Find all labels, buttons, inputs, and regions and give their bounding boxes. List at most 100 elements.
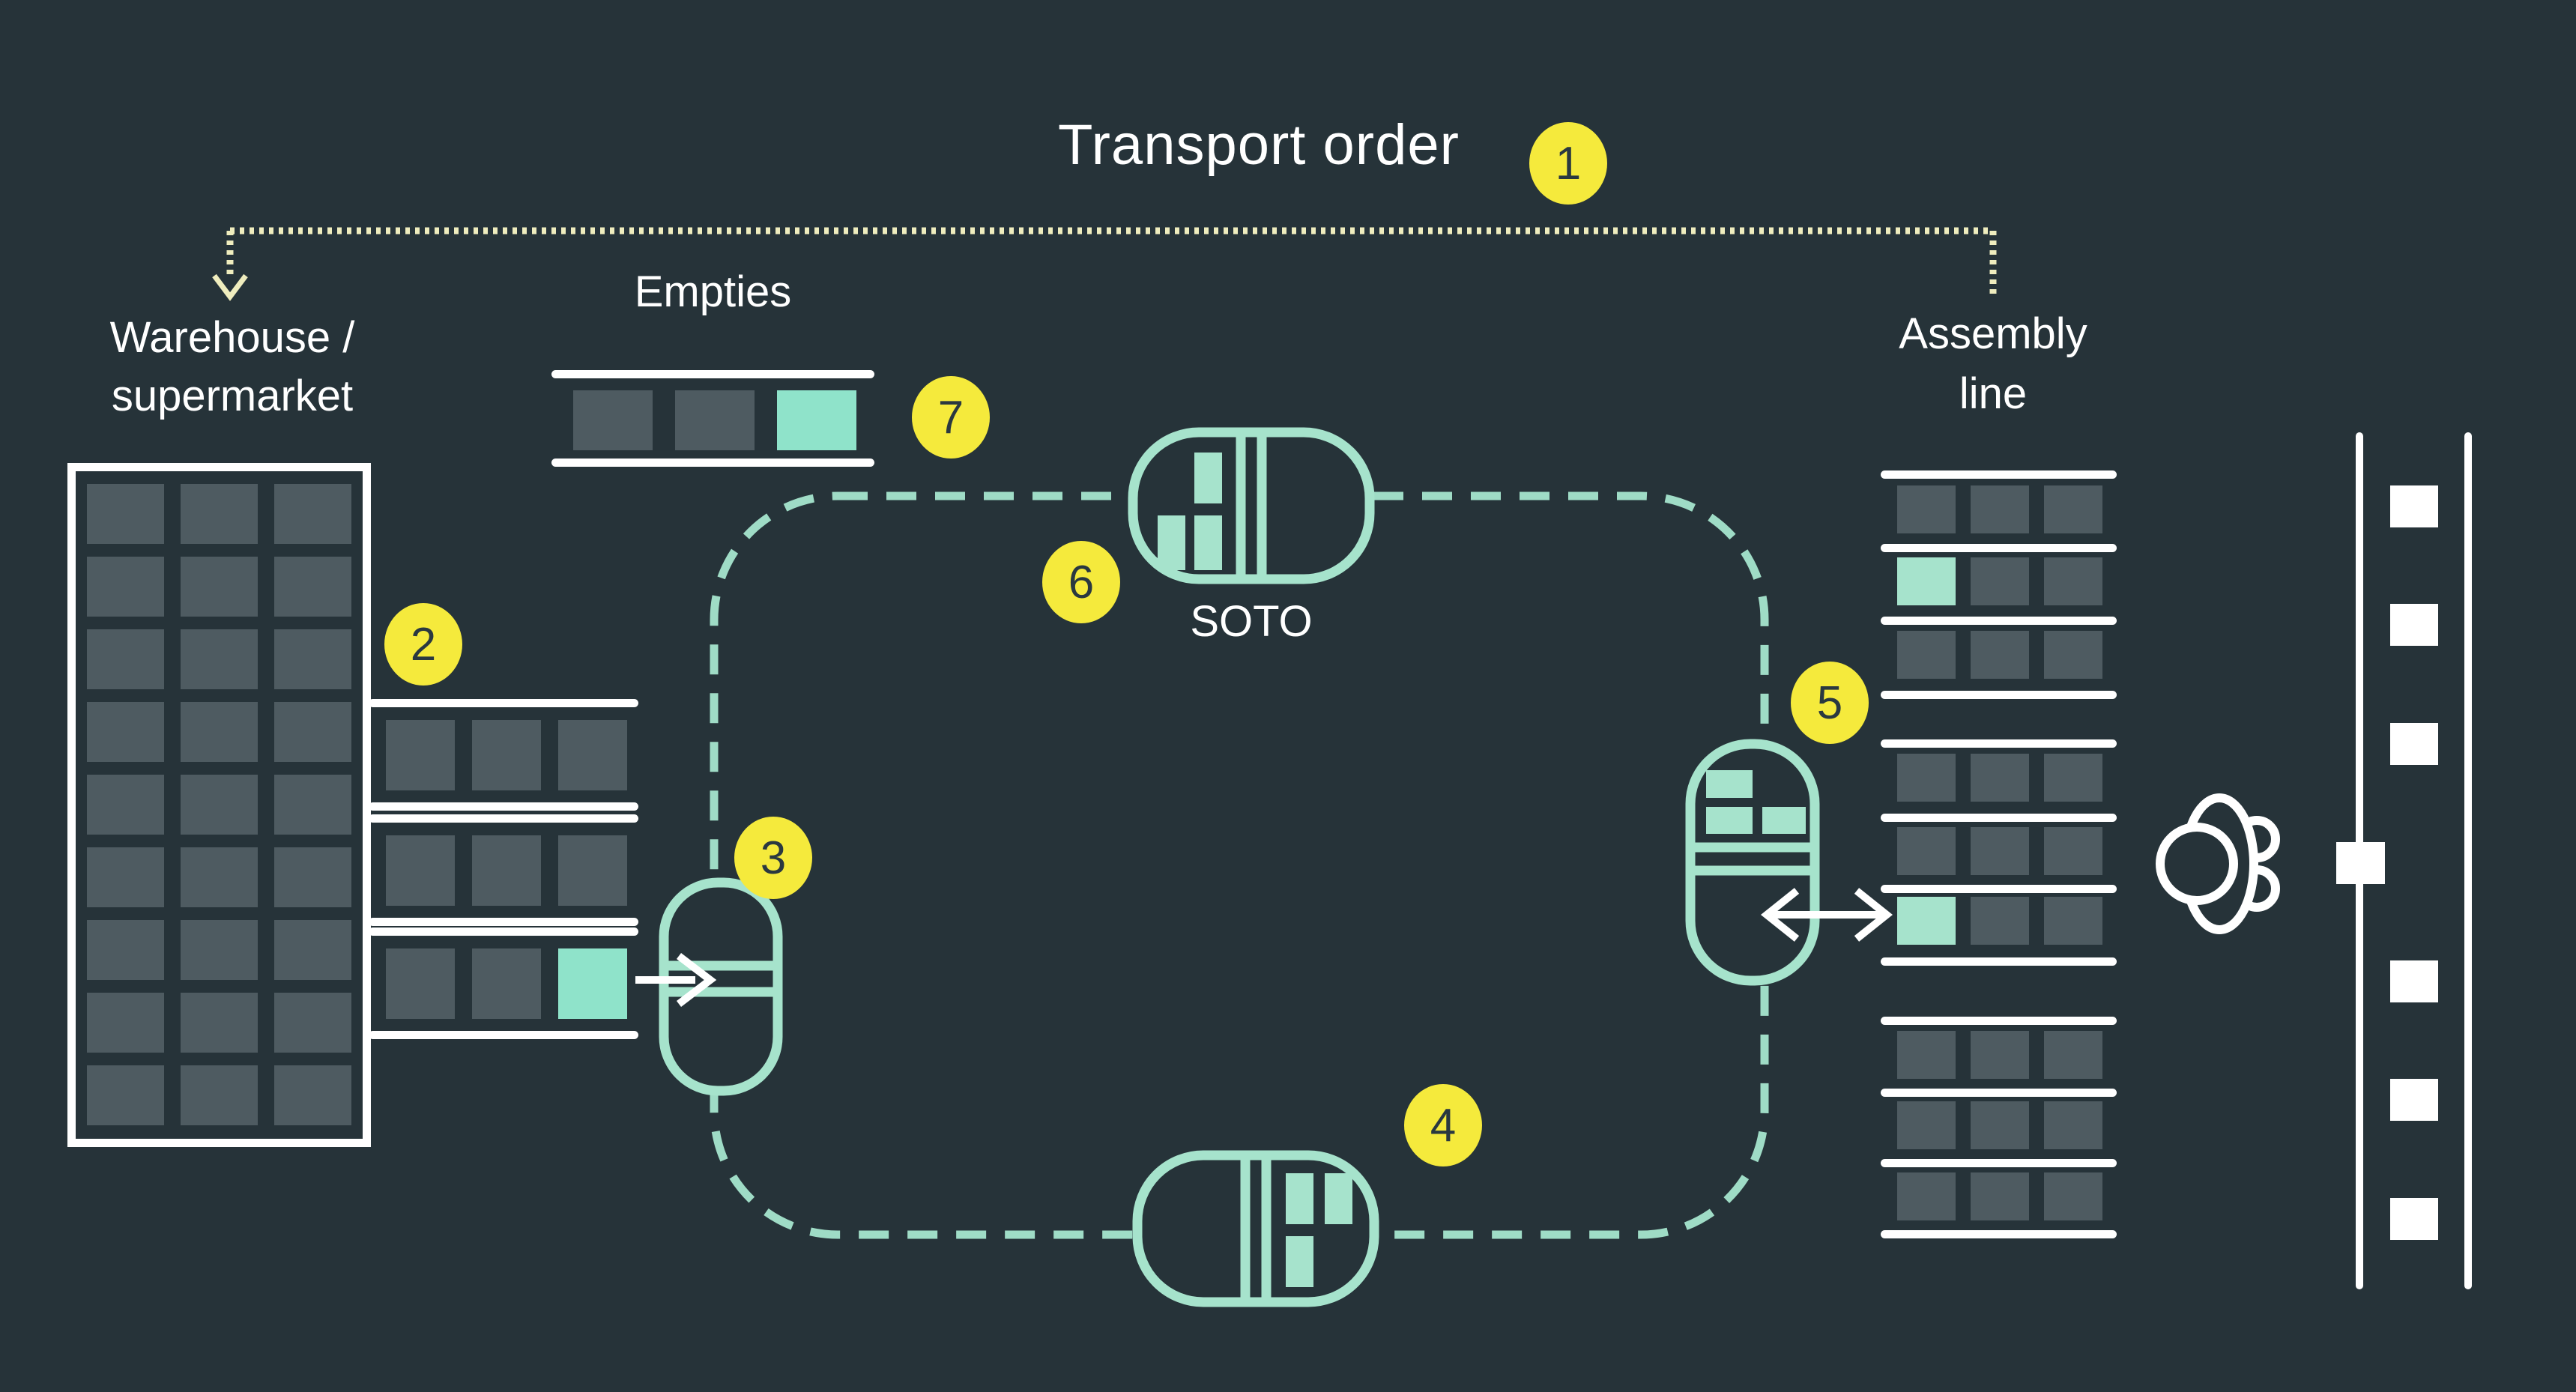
warehouse-slot — [274, 775, 351, 835]
assembly-shelf-line — [1881, 544, 2117, 552]
shelf-line — [369, 918, 638, 926]
assembly-slot — [1971, 1101, 2029, 1149]
shelf-slot — [558, 720, 627, 790]
assembly-slot — [1971, 485, 2029, 533]
shelf-slot — [558, 835, 627, 906]
assembly-slot — [1971, 1172, 2029, 1220]
soto-label: SOTO — [1190, 597, 1313, 646]
assembly-slot — [2044, 897, 2102, 945]
assembly-slot — [2044, 1172, 2102, 1220]
shelf-slot — [472, 835, 541, 906]
assembly-slot — [1971, 897, 2029, 945]
assembly-slot — [1971, 754, 2029, 802]
assembly-slot — [1897, 1031, 1956, 1079]
assembly-shelf-line — [1881, 691, 2117, 699]
warehouse-slot — [87, 847, 164, 907]
assembly-line-label: Assembly line — [1843, 304, 2143, 424]
step-badge-1: 1 — [1529, 122, 1607, 205]
assembly-shelf-line — [1881, 1089, 2117, 1097]
assembly-slot — [1897, 485, 1956, 533]
warehouse-slot — [274, 484, 351, 544]
warehouse-slot — [181, 1065, 258, 1125]
output-conveyor-rail — [2464, 432, 2472, 1289]
assembly-slot — [2044, 485, 2102, 533]
warehouse-slot — [274, 920, 351, 980]
assembly-shelf-line — [1881, 1230, 2117, 1238]
assembly-shelf-line — [1881, 739, 2117, 748]
shelf-line — [369, 928, 638, 936]
warehouse-slot — [181, 847, 258, 907]
robot-return-icon — [1132, 1150, 1379, 1307]
warehouse-slot — [181, 557, 258, 617]
shelf-line — [369, 814, 638, 823]
assembly-label-line1: Assembly — [1899, 309, 2087, 358]
assembly-slot — [1897, 631, 1956, 679]
shelf-slot — [386, 835, 455, 906]
robot-soto-icon — [1128, 427, 1375, 584]
empties-label: Empties — [634, 267, 792, 316]
assembly-slot — [1897, 557, 1956, 605]
output-conveyor-rail — [2356, 432, 2363, 1289]
empties-conveyor-line — [551, 370, 874, 378]
shelf-slot — [472, 948, 541, 1019]
output-product — [2390, 604, 2438, 646]
transfer-double-arrow-icon — [1760, 888, 1893, 942]
transfer-right-arrow-icon — [635, 953, 717, 1007]
warehouse-slot — [87, 702, 164, 762]
warehouse-slot — [87, 557, 164, 617]
warehouse-slot — [87, 1065, 164, 1125]
step-badge-7: 7 — [912, 376, 990, 459]
output-product — [2390, 485, 2438, 527]
output-product — [2390, 960, 2438, 1002]
down-arrow-icon — [212, 273, 248, 301]
warehouse-slot — [274, 993, 351, 1053]
workstation-product — [2336, 842, 2385, 884]
assembly-slot — [1897, 1101, 1956, 1149]
assembly-slot — [2044, 1101, 2102, 1149]
warehouse-slot — [274, 847, 351, 907]
output-product — [2390, 1079, 2438, 1121]
robot-warehouse-icon — [659, 877, 783, 1096]
warehouse-slot — [274, 702, 351, 762]
assembly-shelf-line — [1881, 617, 2117, 625]
warehouse-label-line1: Warehouse / — [109, 313, 355, 362]
transport-order-path — [212, 227, 1997, 301]
robot-assembly-icon — [1685, 739, 1820, 986]
warehouse-slot — [87, 629, 164, 689]
assembly-shelf-line — [1881, 957, 2117, 966]
empties-box — [777, 390, 856, 450]
warehouse-slot — [181, 920, 258, 980]
step-badge-4: 4 — [1404, 1084, 1482, 1166]
assembly-slot — [2044, 754, 2102, 802]
shelf-line — [369, 802, 638, 811]
warehouse-slot — [274, 1065, 351, 1125]
empties-box — [573, 390, 653, 450]
assembly-slot — [1897, 1172, 1956, 1220]
assembly-slot — [2044, 631, 2102, 679]
assembly-shelf-line — [1881, 885, 2117, 893]
warehouse-slot — [274, 629, 351, 689]
diagram-title: Transport order — [1058, 113, 1460, 177]
empties-box — [675, 390, 755, 450]
warehouse-slot — [181, 484, 258, 544]
worker-top-view-icon — [2156, 793, 2280, 934]
warehouse-slot — [87, 993, 164, 1053]
output-product — [2390, 723, 2438, 765]
assembly-shelf-line — [1881, 1159, 2117, 1167]
assembly-slot — [1897, 754, 1956, 802]
step-badge-5: 5 — [1791, 662, 1869, 744]
assembly-label-line2: line — [1959, 369, 2028, 418]
output-product — [2390, 1198, 2438, 1240]
warehouse-slot — [181, 775, 258, 835]
shelf-slot — [386, 948, 455, 1019]
warehouse-label: Warehouse / supermarket — [45, 309, 420, 426]
assembly-slot — [2044, 1031, 2102, 1079]
assembly-slot — [1971, 631, 2029, 679]
warehouse-label-line2: supermarket — [111, 372, 354, 420]
shelf-slot — [386, 720, 455, 790]
assembly-shelf-line — [1881, 1017, 2117, 1025]
warehouse-slot — [181, 629, 258, 689]
assembly-slot — [2044, 557, 2102, 605]
